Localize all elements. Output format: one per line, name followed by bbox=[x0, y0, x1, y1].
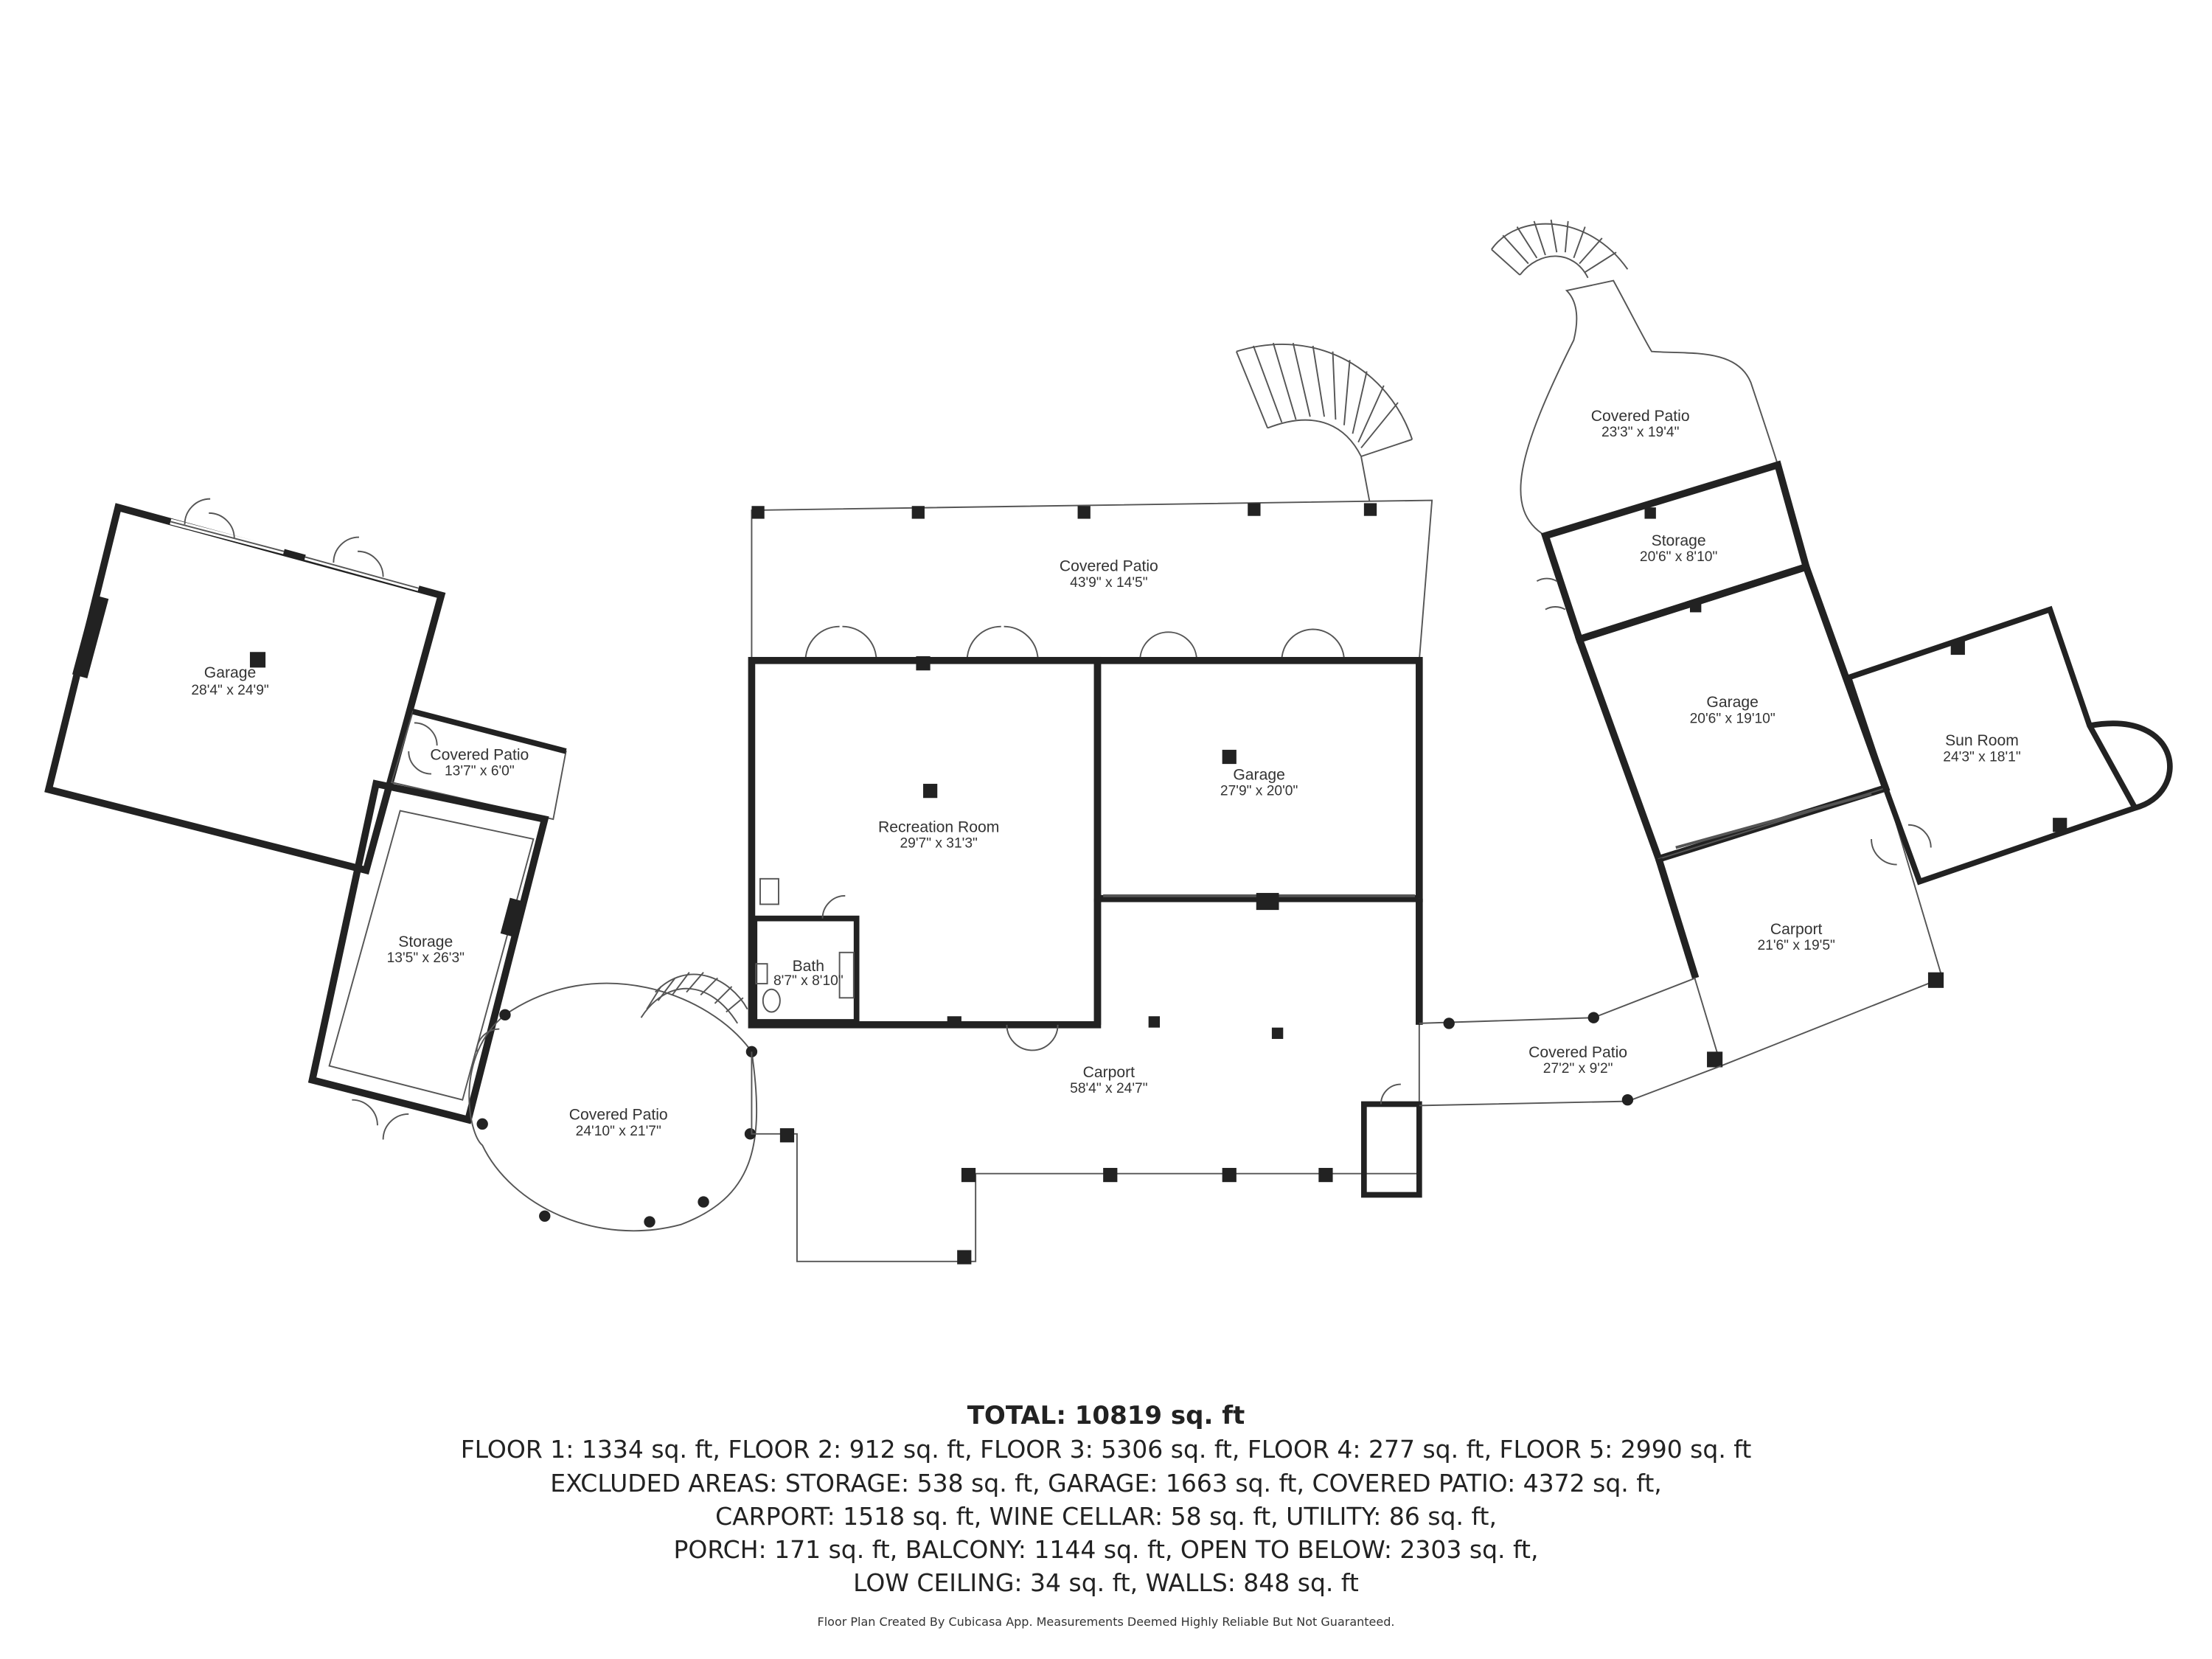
storage-left-walls bbox=[307, 779, 549, 1124]
dims-covered-patio-right-bottom: 27'2" x 9'2" bbox=[1543, 1061, 1613, 1077]
center-building bbox=[748, 342, 1433, 1265]
dims-garage-right: 20'6" x 19'10" bbox=[1690, 711, 1775, 726]
dims-covered-patio-round: 24'10" x 21'7" bbox=[576, 1124, 661, 1139]
dims-bath: 8'7" x 8'10" bbox=[773, 973, 844, 989]
dims-storage-right: 20'6" x 8'10" bbox=[1640, 549, 1717, 565]
patio-top-posts bbox=[751, 503, 1377, 519]
dims-covered-patio-right-top: 23'3" x 19'4" bbox=[1601, 425, 1679, 440]
excluded-areas-line-1: EXCLUDED AREAS: STORAGE: 538 sq. ft, GAR… bbox=[550, 1469, 1662, 1498]
dims-covered-patio-top: 43'9" x 14'5" bbox=[1070, 575, 1147, 591]
utility-walls bbox=[1361, 1101, 1422, 1198]
dims-carport-center: 58'4" x 24'7" bbox=[1070, 1081, 1147, 1096]
covered-patio-right-top-outline bbox=[1520, 279, 1779, 537]
left-building bbox=[44, 498, 758, 1232]
spiral-stair-left bbox=[640, 972, 748, 1024]
patio-right-posts bbox=[1443, 1012, 1634, 1106]
patio-round-posts bbox=[476, 1009, 758, 1228]
label-covered-patio-top: Covered Patio bbox=[1060, 558, 1158, 575]
total-area: TOTAL: 10819 sq. ft bbox=[967, 1401, 1245, 1430]
label-storage-left: Storage bbox=[398, 933, 453, 950]
right-building bbox=[1419, 219, 2173, 1107]
excluded-areas-line-3: PORCH: 171 sq. ft, BALCONY: 1144 sq. ft,… bbox=[673, 1535, 1539, 1564]
excluded-areas-line-2: CARPORT: 1518 sq. ft, WINE CELLAR: 58 sq… bbox=[715, 1502, 1497, 1531]
label-garage-center: Garage bbox=[1233, 766, 1284, 783]
covered-patio-right-bottom-outline bbox=[1419, 977, 1722, 1107]
label-carport-center: Carport bbox=[1083, 1064, 1135, 1081]
dims-sun-room: 24'3" x 18'1" bbox=[1943, 749, 2020, 765]
dims-covered-patio-small: 13'7" x 6'0" bbox=[445, 763, 515, 779]
label-covered-patio-round: Covered Patio bbox=[569, 1107, 668, 1124]
floor-areas: FLOOR 1: 1334 sq. ft, FLOOR 2: 912 sq. f… bbox=[460, 1435, 1752, 1464]
floor-plan: Garage 28'4" x 24'9" Covered Patio 13'7"… bbox=[44, 219, 2173, 1265]
label-sun-room: Sun Room bbox=[1945, 732, 2019, 749]
label-recreation-room: Recreation Room bbox=[878, 818, 999, 835]
spiral-stair-right bbox=[1491, 219, 1629, 279]
dims-storage-left: 13'5" x 26'3" bbox=[387, 950, 465, 966]
label-covered-patio-right-top: Covered Patio bbox=[1591, 408, 1690, 425]
excluded-areas-line-4: LOW CEILING: 34 sq. ft, WALLS: 848 sq. f… bbox=[853, 1568, 1359, 1597]
dims-garage-left: 28'4" x 24'9" bbox=[191, 683, 268, 698]
label-garage-right: Garage bbox=[1706, 694, 1758, 711]
bath-walls bbox=[751, 915, 860, 1025]
dims-garage-center: 27'9" x 20'0" bbox=[1220, 783, 1298, 799]
label-storage-right: Storage bbox=[1652, 532, 1706, 549]
covered-patio-round-outline bbox=[468, 982, 758, 1232]
label-covered-patio-right-bottom: Covered Patio bbox=[1528, 1044, 1627, 1061]
label-garage-left: Garage bbox=[204, 664, 256, 681]
carport-center-posts bbox=[779, 1016, 1333, 1265]
top-doors bbox=[804, 625, 1345, 661]
label-carport-right: Carport bbox=[1770, 921, 1823, 938]
dims-carport-right: 21'6" x 19'5" bbox=[1757, 938, 1834, 953]
disclaimer-footer: Floor Plan Created By Cubicasa App. Meas… bbox=[817, 1615, 1395, 1629]
label-covered-patio-small: Covered Patio bbox=[430, 746, 529, 763]
dims-recreation-room: 29'7" x 31'3" bbox=[900, 836, 977, 852]
curved-stair-top bbox=[1235, 342, 1413, 502]
room-labels: Garage 28'4" x 24'9" Covered Patio 13'7"… bbox=[191, 408, 2020, 1139]
label-bath: Bath bbox=[793, 958, 824, 975]
